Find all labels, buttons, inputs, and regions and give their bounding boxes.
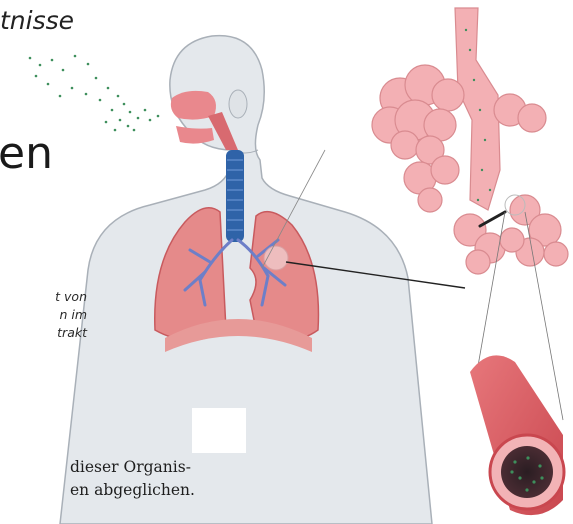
section-heading: en: [0, 128, 53, 179]
body-text-line: dieser Organis-: [70, 458, 191, 476]
caption-line: t von: [0, 289, 87, 304]
body-text-line: en abgeglichen.: [70, 481, 195, 499]
text-panel: [192, 408, 246, 453]
particle-cloud-icon: [29, 55, 160, 132]
page-header: tnisse: [0, 6, 74, 35]
caption-line: trakt: [0, 325, 87, 340]
airway-cross-section-illustration: [470, 355, 564, 515]
caption-line: n im: [0, 307, 87, 322]
